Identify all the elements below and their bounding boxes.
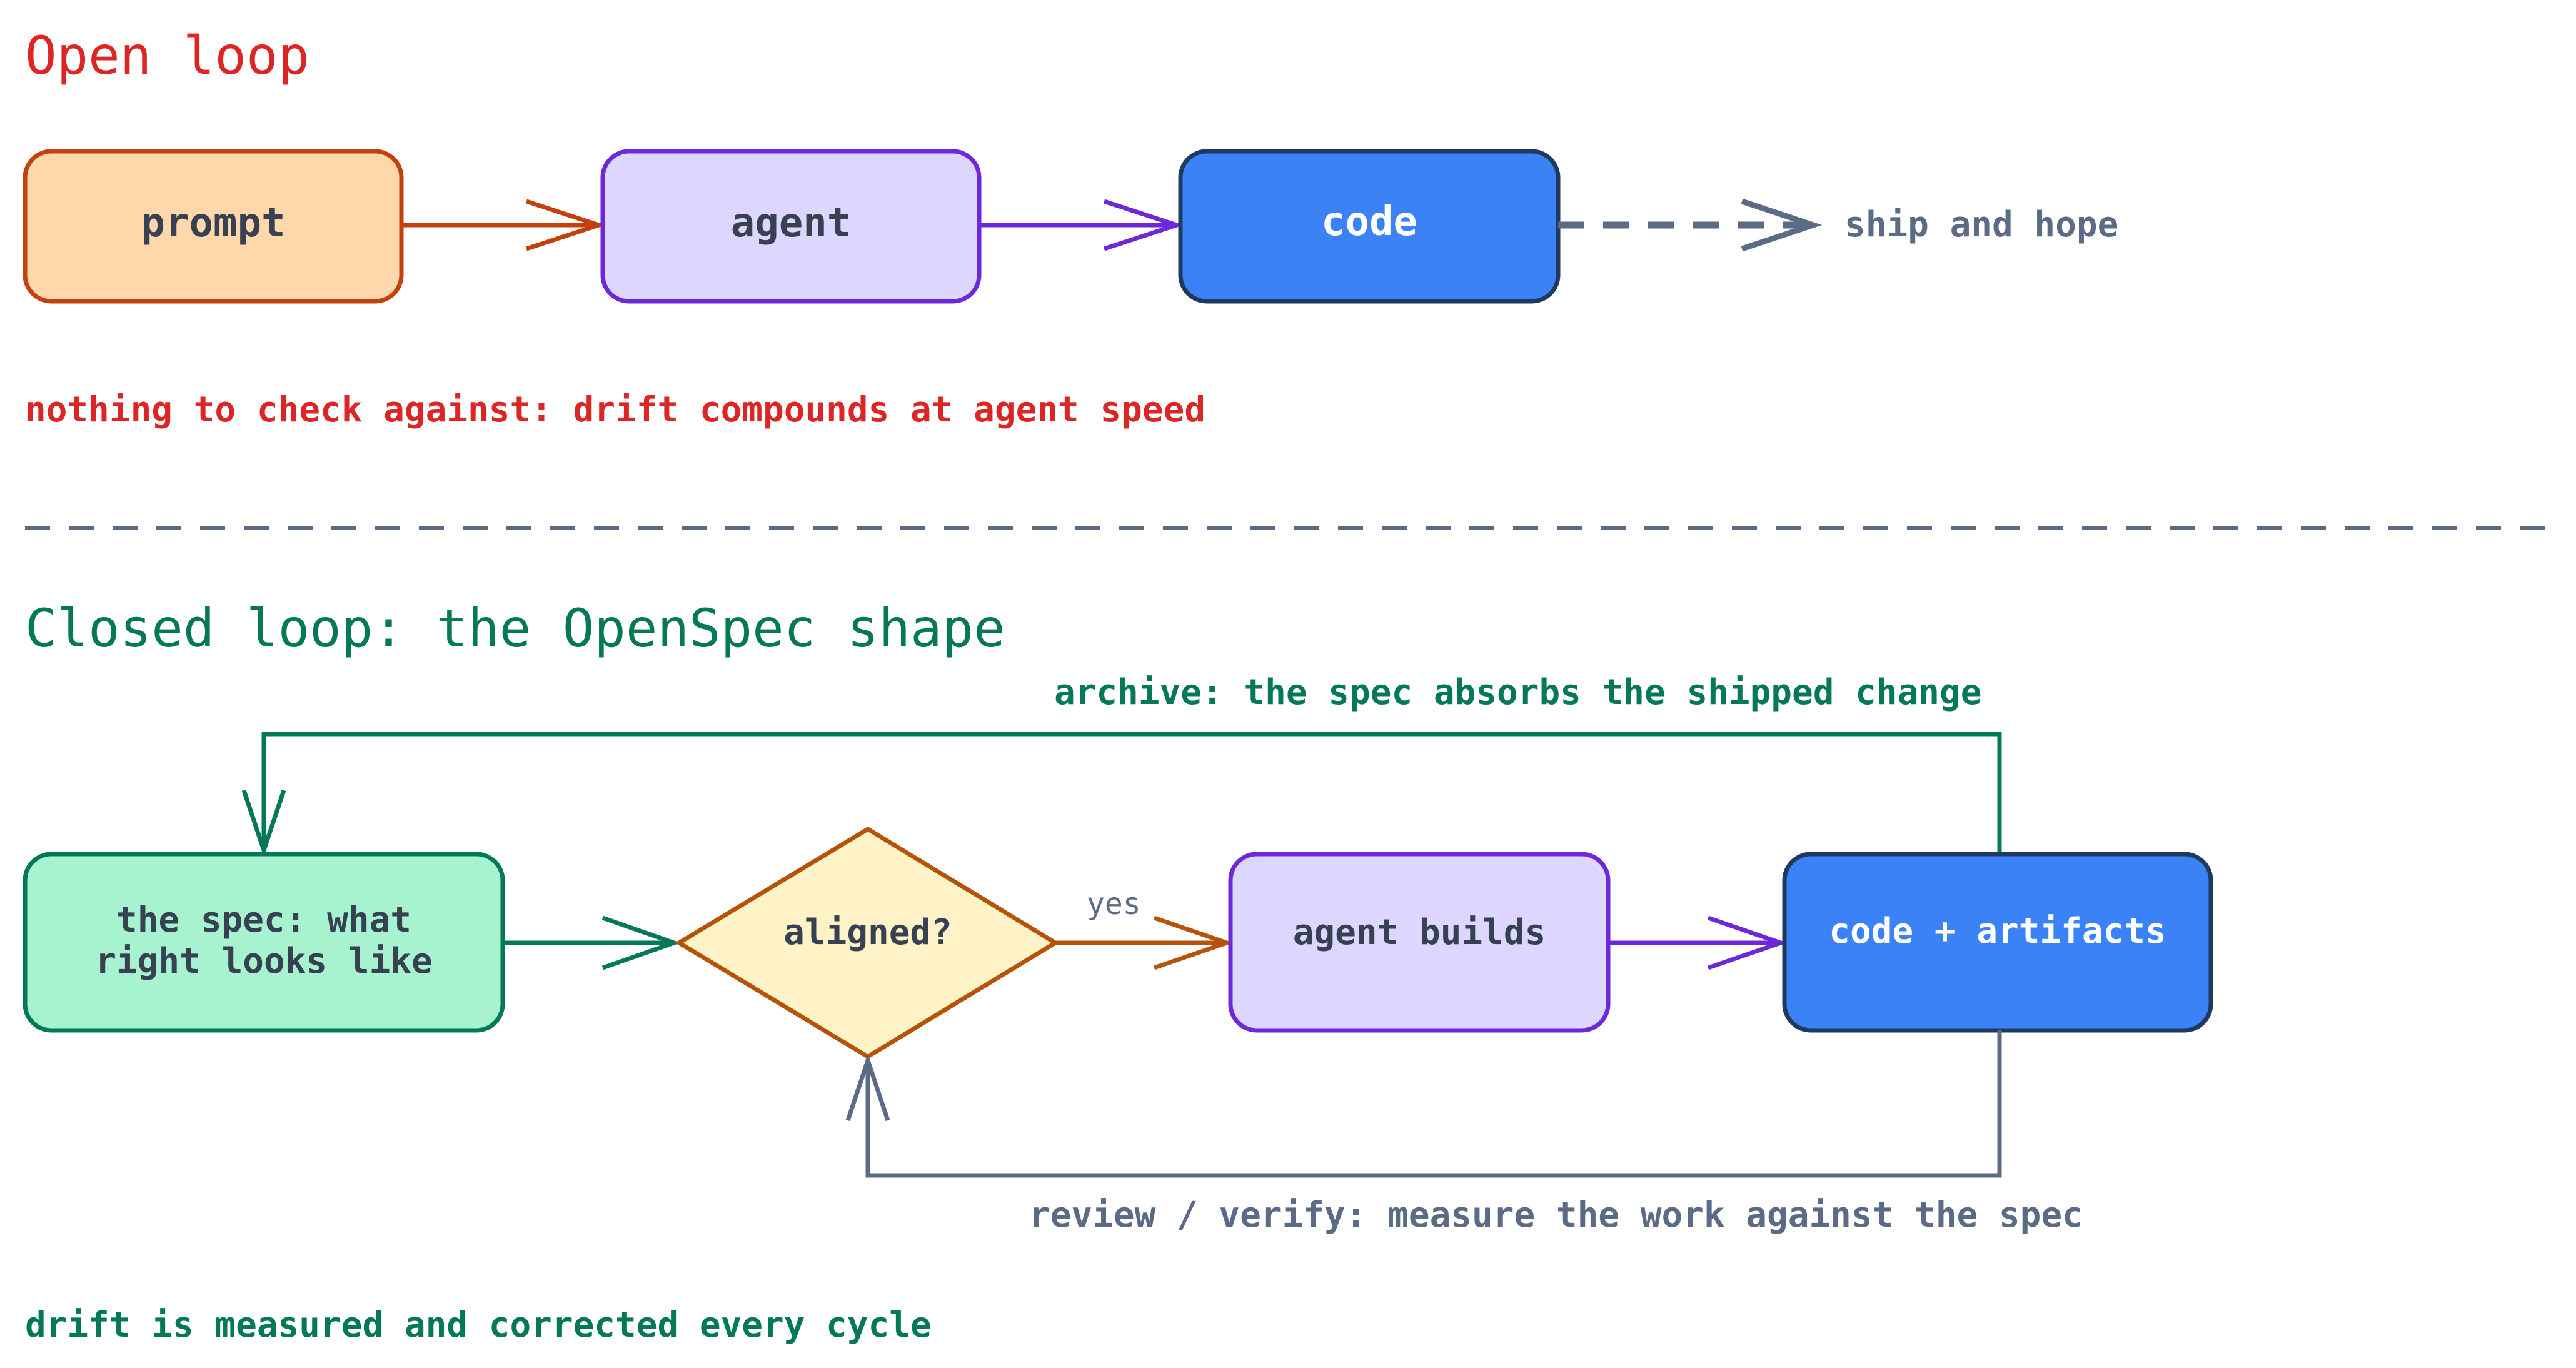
code-node-label: code — [1321, 199, 1417, 245]
aligned-decision: aligned? — [675, 826, 1060, 1060]
open-loop-title: Open loop — [25, 25, 309, 86]
open-loop-note: nothing to check against: drift compound… — [25, 390, 1205, 430]
arrow-archive — [241, 732, 2002, 858]
archive-label: archive: the spec absorbs the shipped ch… — [1054, 672, 1981, 713]
review-verify-label: review / verify: measure the work agains… — [1029, 1195, 2083, 1235]
spec-node: the spec: what right looks like — [23, 852, 505, 1033]
ship-and-hope-label: ship and hope — [1844, 204, 2118, 245]
closed-loop-note: drift is measured and corrected every cy… — [25, 1305, 932, 1345]
arrow-ship-and-hope — [1558, 198, 1823, 252]
arrow-spec-to-aligned — [503, 915, 681, 970]
closed-loop-title: Closed loop: the OpenSpec shape — [25, 598, 1005, 659]
spec-node-label-line1: the spec: what — [116, 900, 411, 940]
arrow-agent-builds-to-code — [1608, 915, 1788, 970]
agent-builds-node: agent builds — [1228, 852, 1611, 1033]
arrow-aligned-to-agent-builds — [1055, 915, 1234, 970]
spec-node-label-line2: right looks like — [95, 941, 432, 982]
arrow-agent-to-code — [979, 199, 1184, 251]
yes-label: yes — [1087, 887, 1141, 922]
agent-node-label: agent — [731, 200, 852, 246]
aligned-decision-label: aligned? — [783, 912, 952, 953]
arrow-prompt-to-agent — [401, 199, 606, 251]
code-node: code — [1178, 149, 1561, 304]
agent-builds-node-label: agent builds — [1293, 912, 1546, 953]
arrow-review-verify — [845, 1030, 2002, 1178]
code-artifacts-node: code + artifacts — [1782, 852, 2213, 1033]
agent-node: agent — [600, 149, 982, 304]
code-artifacts-node-label: code + artifacts — [1829, 911, 2166, 952]
prompt-node: prompt — [23, 149, 404, 304]
prompt-node-label: prompt — [141, 200, 285, 246]
